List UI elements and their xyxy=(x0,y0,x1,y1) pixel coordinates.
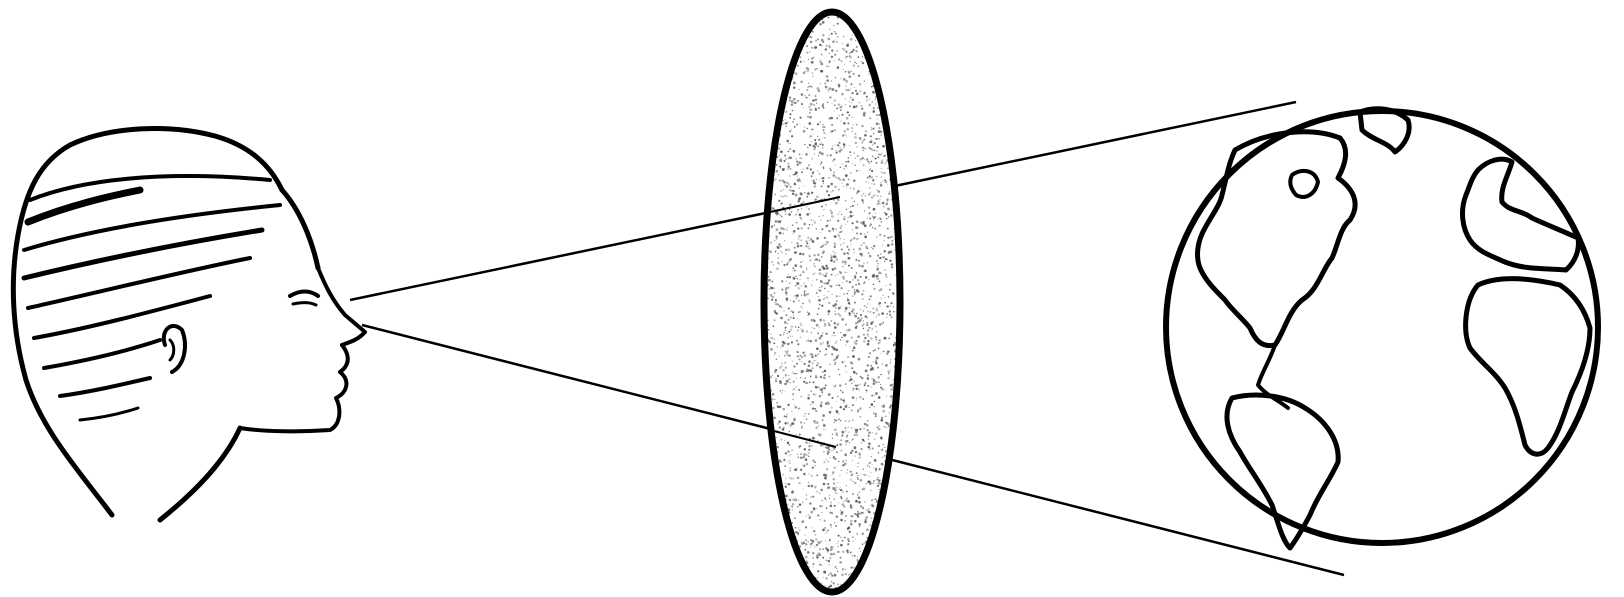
filter-lens xyxy=(763,12,901,592)
earth-globe xyxy=(1166,109,1598,548)
viewer-head xyxy=(13,129,365,520)
